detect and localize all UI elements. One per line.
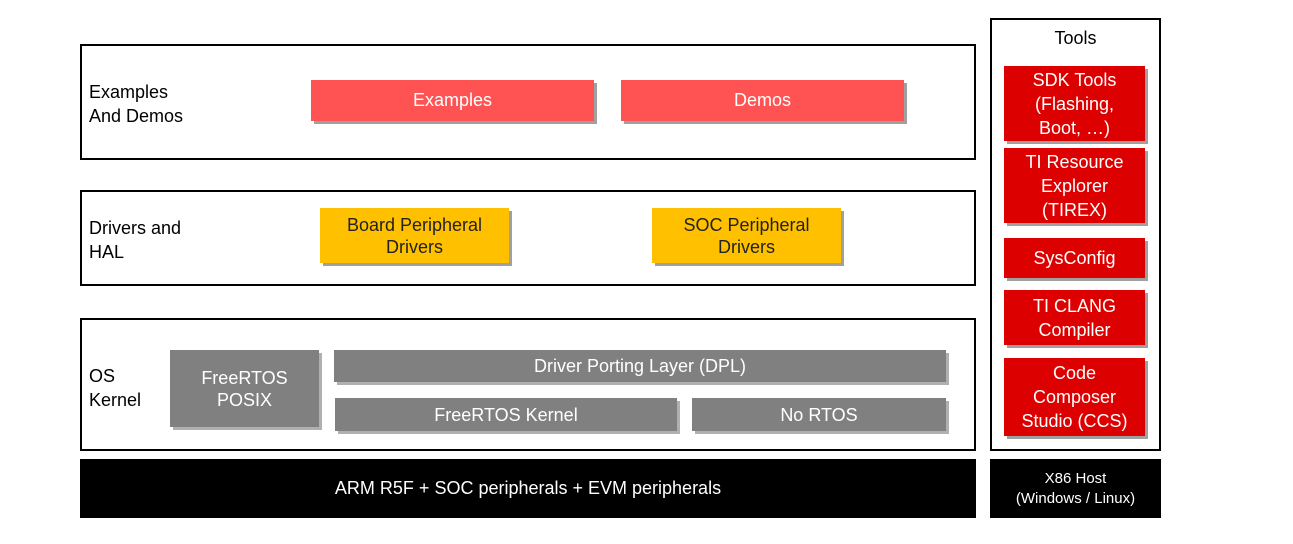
dpl-block: Driver Porting Layer (DPL) <box>334 350 946 382</box>
sdk-tools-block: SDK Tools (Flashing, Boot, …) <box>1004 66 1145 141</box>
board-peripheral-drivers-block: Board Peripheral Drivers <box>320 208 509 263</box>
freertos-posix-block: FreeRTOS POSIX <box>170 350 319 427</box>
ccs-block: Code Composer Studio (CCS) <box>1004 358 1145 436</box>
ti-resource-explorer-block: TI Resource Explorer (TIREX) <box>1004 148 1145 223</box>
ti-clang-compiler-block: TI CLANG Compiler <box>1004 290 1145 345</box>
no-rtos-block: No RTOS <box>692 398 946 431</box>
sysconfig-block: SysConfig <box>1004 238 1145 278</box>
os-kernel-label: OS Kernel <box>89 366 142 410</box>
drivers-and-hal-layer <box>80 190 976 286</box>
drivers-and-hal-label: Drivers and HAL <box>89 218 182 262</box>
examples-block: Examples <box>311 80 594 121</box>
tools-title: Tools <box>1054 27 1097 48</box>
soc-peripheral-drivers-block: SOC Peripheral Drivers <box>652 208 841 263</box>
x86-host-bar: X86 Host (Windows / Linux) <box>990 459 1161 518</box>
demos-block: Demos <box>621 80 904 121</box>
freertos-kernel-block: FreeRTOS Kernel <box>335 398 677 431</box>
examples-and-demos-label: Examples And Demos <box>89 82 184 126</box>
hardware-base-bar: ARM R5F + SOC peripherals + EVM peripher… <box>80 459 976 518</box>
